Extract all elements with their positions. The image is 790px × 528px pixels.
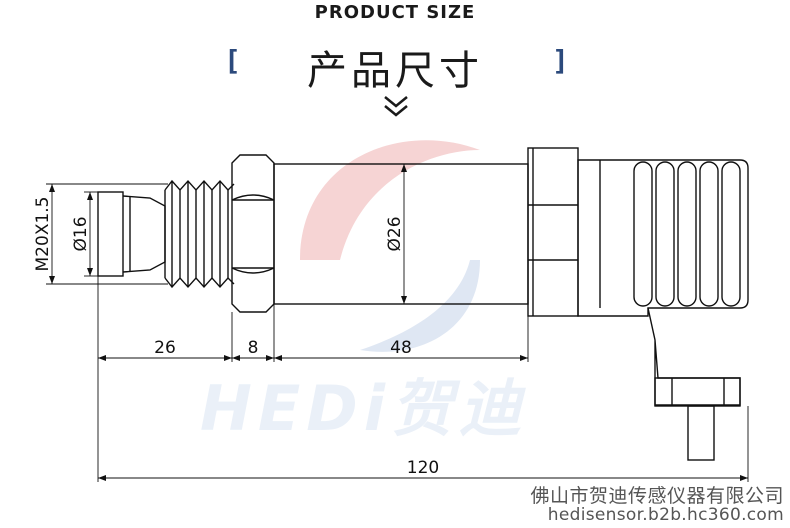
hex-nut: [231, 154, 275, 313]
dim-thread-label: M20X1.5: [33, 197, 53, 272]
thread: [164, 179, 235, 289]
plug-housing: [577, 159, 749, 317]
cable: [687, 405, 715, 461]
company-name: 佛山市贺迪传感仪器有限公司: [530, 485, 784, 507]
connector-collar: [527, 147, 579, 317]
title-english: PRODUCT SIZE: [314, 2, 476, 23]
dim-length-body-label: 48: [390, 338, 412, 358]
dim-tip-diameter-label: Ø16: [71, 216, 91, 251]
bracket-left: [: [224, 44, 241, 77]
hedi-logo-watermark: [300, 140, 480, 352]
bracket-right: ]: [552, 44, 569, 77]
dim-body-diameter-label: Ø26: [385, 216, 405, 251]
website-url: hedisensor.b2b.hc360.com: [547, 505, 784, 525]
cable-gland: [647, 307, 741, 406]
double-chevron-down-icon: [384, 96, 408, 117]
title-chinese: 产品尺寸: [307, 48, 483, 94]
watermark-text: HEDi贺迪: [200, 372, 527, 445]
tip-cap: [97, 191, 124, 277]
dim-length-thread-label: 26: [154, 338, 176, 358]
dim-length-hex-label: 8: [248, 338, 259, 358]
dim-length-total-label: 120: [407, 458, 439, 478]
